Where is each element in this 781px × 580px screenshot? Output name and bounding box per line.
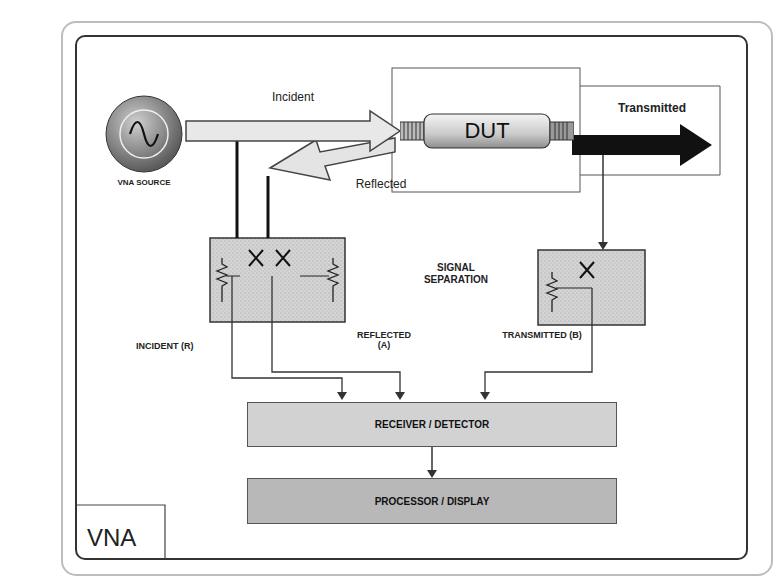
node-label: VNA — [87, 524, 136, 552]
source-symbol — [102, 94, 186, 174]
connector — [186, 111, 400, 151]
resistor-symbol — [328, 258, 338, 302]
signal-label: SIGNAL SEPARATION — [408, 262, 504, 285]
incident-wire — [232, 276, 342, 393]
dut-device: DUT — [400, 112, 574, 150]
transmitted-wire — [485, 288, 592, 393]
node-label: PROCESSOR / DISPLAY — [375, 496, 490, 507]
signal-label: Reflected — [345, 178, 417, 192]
dut-frame — [392, 68, 580, 192]
arrowhead — [480, 392, 490, 400]
receiver-box: RECEIVER / DETECTOR — [247, 402, 617, 447]
tap-line — [226, 276, 592, 288]
mixer-symbol — [249, 250, 594, 278]
resistor-symbol — [547, 272, 557, 312]
corner-inset — [77, 505, 165, 558]
node-label: DUT — [424, 118, 550, 144]
vna-housing: VNA VNA SOURCE DUT RECEIVER / DETECTOR PROCE… — [75, 35, 748, 560]
source-circle: VNA SOURCE — [102, 94, 186, 198]
arrowhead — [598, 242, 608, 250]
reflected-wire — [272, 276, 400, 393]
coupling-line — [602, 155, 604, 244]
processor-box: PROCESSOR / DISPLAY — [247, 478, 617, 524]
outer-frame — [62, 22, 772, 575]
signal-label: INCIDENT (R) — [136, 341, 226, 351]
connector — [427, 447, 437, 478]
signal-label: REFLECTED (A) — [350, 330, 418, 351]
resistor-symbol — [217, 258, 227, 302]
arrowhead — [395, 392, 405, 400]
signal-label: TRANSMITTED (B) — [502, 330, 582, 340]
arrowhead — [337, 392, 347, 400]
node-label: VNA SOURCE — [102, 178, 186, 187]
edge-label: Incident — [270, 91, 316, 105]
coupling-line — [237, 140, 268, 238]
node-label: RECEIVER / DETECTOR — [375, 419, 489, 430]
signal-label: Transmitted — [596, 102, 708, 116]
transmitted-arrow — [572, 124, 712, 166]
transmit-frame — [580, 86, 720, 175]
